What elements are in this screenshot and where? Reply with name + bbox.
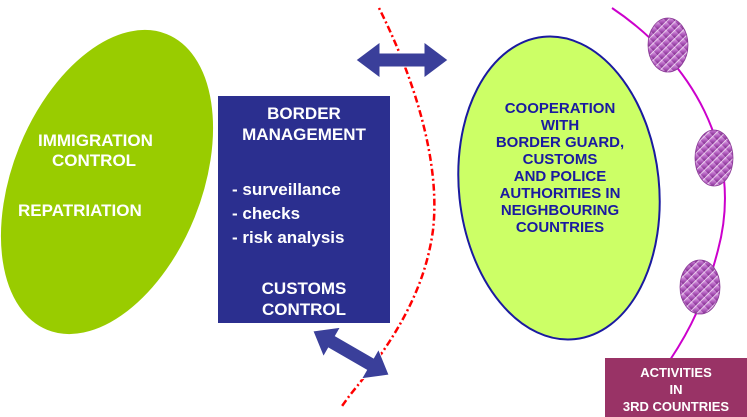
border-dotted-line (340, 7, 436, 407)
item-checks: - checks (232, 204, 301, 223)
border-label: BORDER (267, 104, 341, 123)
cooperation-text: COOPERATION WITH BORDER GUARD, CUSTOMS A… (470, 100, 650, 236)
activities-box (605, 358, 747, 417)
cooperation-line: COOPERATION (504, 100, 616, 117)
immigration-ellipse (0, 28, 215, 336)
immigration-label: IMMIGRATION (38, 131, 153, 150)
customs-control-label: CONTROL (261, 300, 347, 319)
customs-label: CUSTOMS (261, 279, 347, 298)
item-surveillance: - surveillance (232, 180, 341, 199)
activities-text: ACTIVITIES IN 3RD COUNTRIES (605, 364, 747, 415)
cooperation-line: BORDER GUARD, (495, 134, 625, 151)
cooperation-line: AUTHORITIES IN (499, 185, 621, 202)
sphere-icon (694, 129, 734, 187)
cooperation-line: AND POLICE (513, 168, 607, 185)
cooperation-line: COUNTRIES (515, 219, 605, 236)
border-management-box (218, 96, 390, 323)
activities-line: 3RD COUNTRIES (622, 399, 730, 414)
sphere-icon (679, 259, 721, 315)
cooperation-line: NEIGHBOURING (500, 202, 620, 219)
double-arrow-icon (355, 41, 449, 79)
activities-line: IN (669, 382, 683, 397)
activities-line: ACTIVITIES (640, 365, 712, 380)
management-label: MANAGEMENT (242, 125, 366, 144)
item-risk-analysis: - risk analysis (232, 228, 345, 247)
cooperation-line: WITH (540, 117, 580, 134)
repatriation-label: REPATRIATION (18, 201, 142, 220)
sphere-icon (647, 17, 689, 73)
control-label: CONTROL (52, 151, 137, 170)
double-arrow-icon (312, 326, 390, 380)
cooperation-ellipse (457, 35, 661, 341)
cooperation-line: CUSTOMS (522, 151, 598, 168)
